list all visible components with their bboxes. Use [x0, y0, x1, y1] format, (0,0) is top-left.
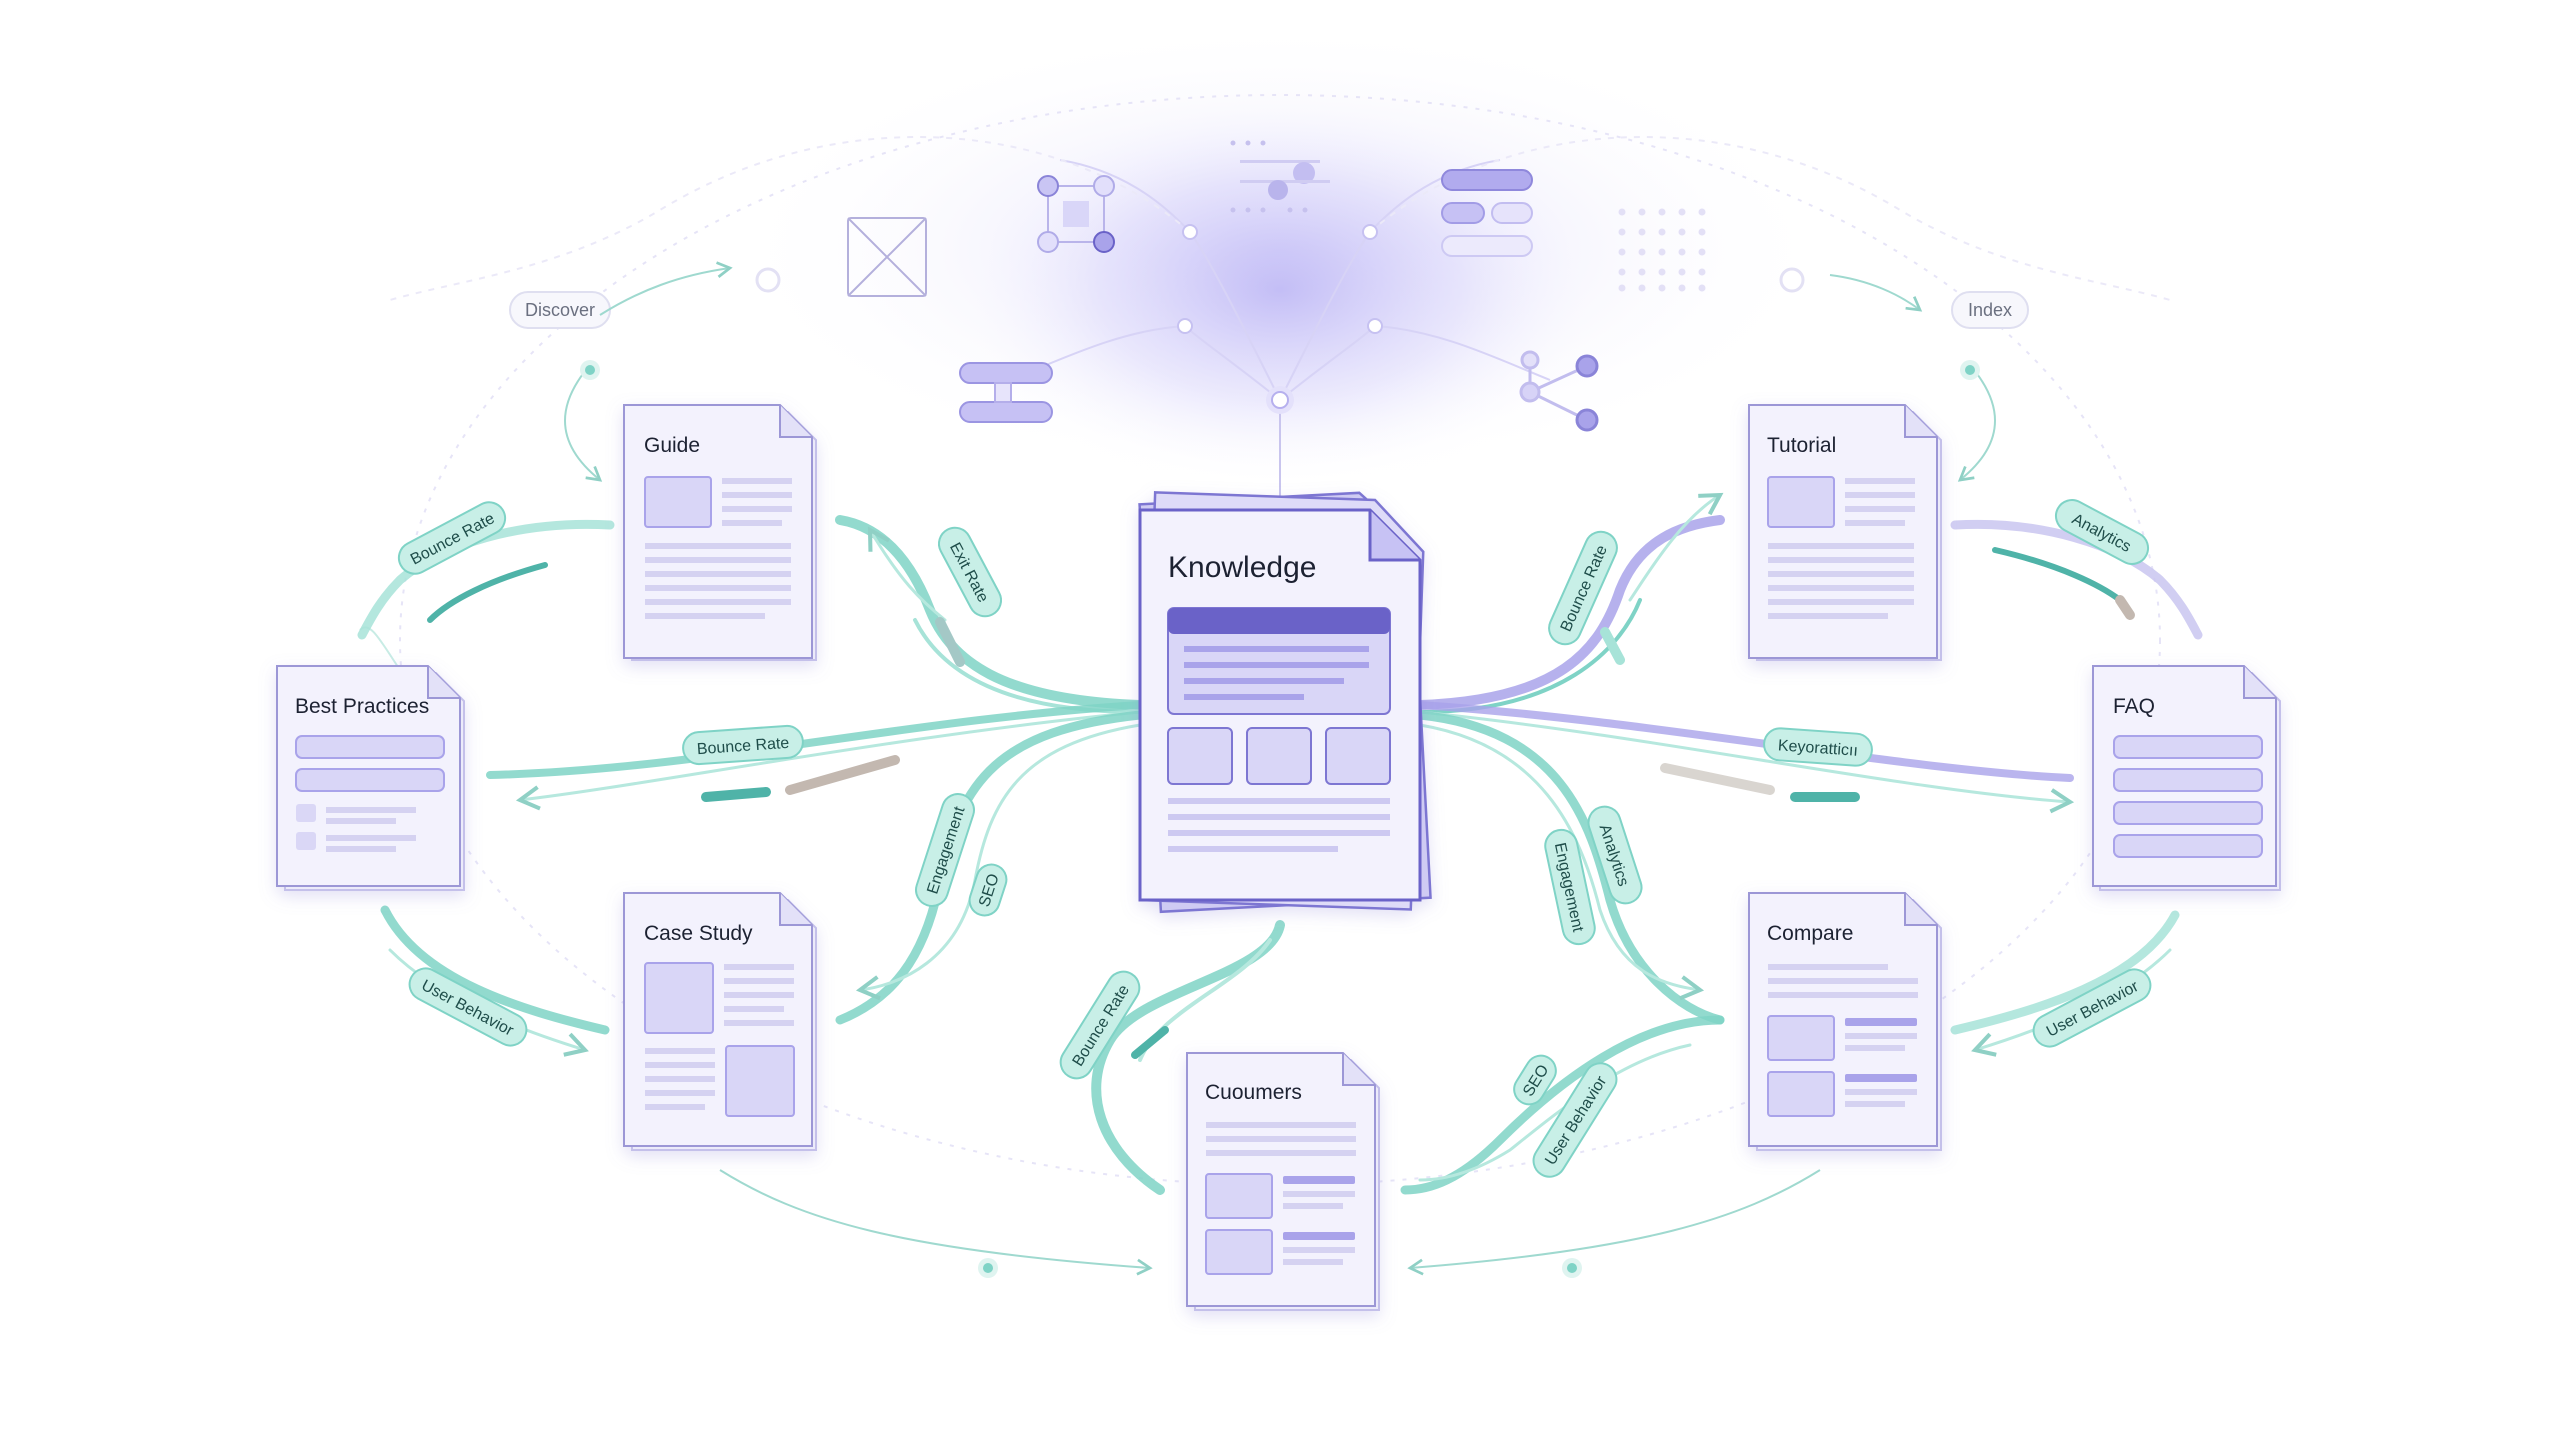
flow-segments: [701, 595, 2135, 1059]
index-tag: Index: [1951, 291, 2029, 329]
flow-label-customers-seo: SEO: [1513, 1054, 1557, 1106]
toggle-list-icon: [1441, 169, 1533, 257]
flow-label-compare-analytics: Analytics: [1587, 805, 1643, 905]
flow-label-guide-exit-rate: Exit Rate: [937, 526, 1003, 618]
toggle-icon: [959, 362, 1053, 423]
outer-arrows: [359, 261, 1996, 1276]
doc-case-study-title: Case Study: [644, 922, 753, 945]
doc-best-practices-title: Best Practices: [295, 695, 429, 718]
doc-guide[interactable]: Guide: [623, 404, 817, 661]
doc-best-practices[interactable]: Best Practices: [276, 665, 465, 891]
doc-tutorial-title: Tutorial: [1767, 434, 1836, 457]
doc-compare[interactable]: Compare: [1748, 892, 1942, 1151]
doc-guide-title: Guide: [644, 434, 700, 457]
node-graph-icon: [1037, 175, 1115, 253]
outer-dots: [580, 267, 1980, 1278]
flow-label-tutorial-bounce-rate: Bounce Rate: [1548, 530, 1618, 646]
doc-tutorial[interactable]: Tutorial: [1748, 404, 1942, 661]
resize-icon: [847, 217, 927, 297]
flow-label-case-study-engagement: Engagement: [915, 793, 975, 907]
doc-knowledge-title: Knowledge: [1168, 551, 1316, 584]
doc-compare-title: Compare: [1767, 922, 1853, 945]
flow-label-best-practices-bounce-rate: Bounce Rate: [682, 724, 804, 766]
dot-grid-icon: [1618, 208, 1706, 292]
doc-faq[interactable]: FAQ: [2092, 665, 2281, 891]
flow-label-case-study-seo: SEO: [968, 863, 1008, 917]
doc-knowledge[interactable]: Knowledge: [1138, 490, 1432, 914]
discover-tag: Discover: [509, 291, 611, 329]
doc-customers[interactable]: Cuoumers: [1186, 1052, 1380, 1311]
doc-case-study[interactable]: Case Study: [623, 892, 817, 1151]
discover-tag-label: Discover: [525, 300, 595, 320]
doc-faq-title: FAQ: [2113, 695, 2155, 718]
doc-customers-title: Cuoumers: [1205, 1081, 1302, 1104]
index-tag-label: Index: [1968, 300, 2012, 320]
share-nodes-icon: [1519, 350, 1599, 432]
flow-label-tutorial-analytics: Analytics: [2054, 499, 2150, 565]
sliders-icon: [1230, 140, 1330, 213]
svg-text:Bounce Rate: Bounce Rate: [696, 735, 790, 758]
network-hub: [389, 136, 2171, 500]
svg-text:Keyoratticıı: Keyoratticıı: [1777, 737, 1858, 760]
flow-label-faq-keywords: Keyoratticıı: [1763, 727, 1873, 767]
hub-nodes: [1177, 224, 1383, 414]
